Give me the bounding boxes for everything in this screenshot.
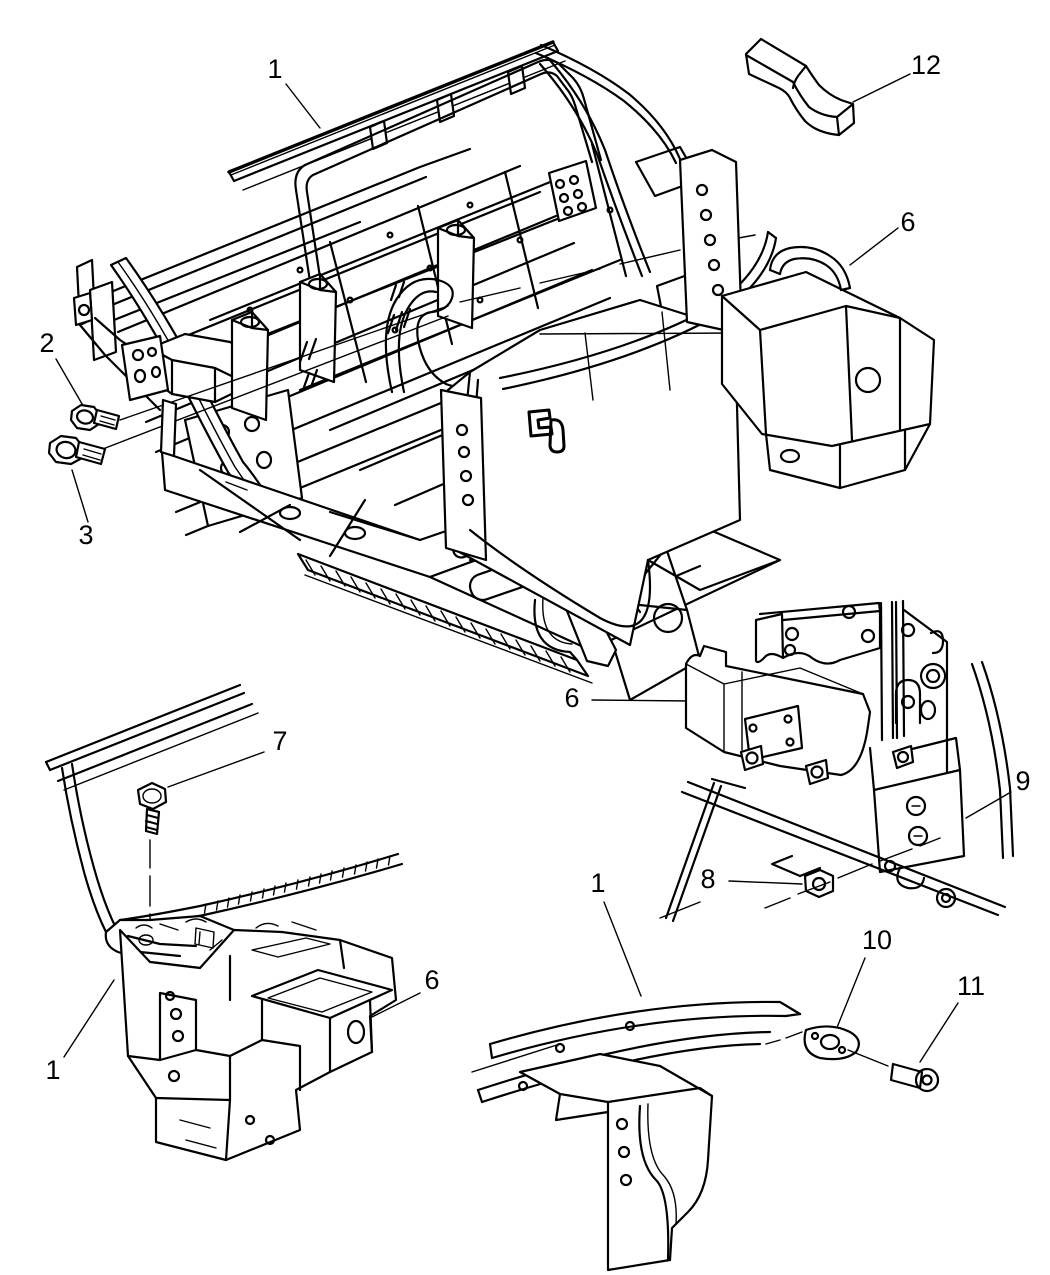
svg-text:1: 1 bbox=[267, 54, 282, 84]
svg-text:8: 8 bbox=[700, 864, 715, 894]
svg-text:2: 2 bbox=[39, 328, 54, 358]
svg-text:11: 11 bbox=[957, 971, 985, 1001]
svg-text:1: 1 bbox=[590, 868, 605, 898]
svg-text:9: 9 bbox=[1015, 766, 1030, 796]
svg-text:3: 3 bbox=[78, 520, 93, 550]
svg-text:6: 6 bbox=[424, 965, 439, 995]
svg-text:6: 6 bbox=[900, 207, 915, 237]
svg-text:7: 7 bbox=[272, 726, 287, 756]
svg-text:10: 10 bbox=[862, 925, 892, 955]
svg-text:12: 12 bbox=[911, 50, 941, 80]
svg-text:6: 6 bbox=[564, 683, 579, 713]
svg-text:1: 1 bbox=[45, 1055, 60, 1085]
